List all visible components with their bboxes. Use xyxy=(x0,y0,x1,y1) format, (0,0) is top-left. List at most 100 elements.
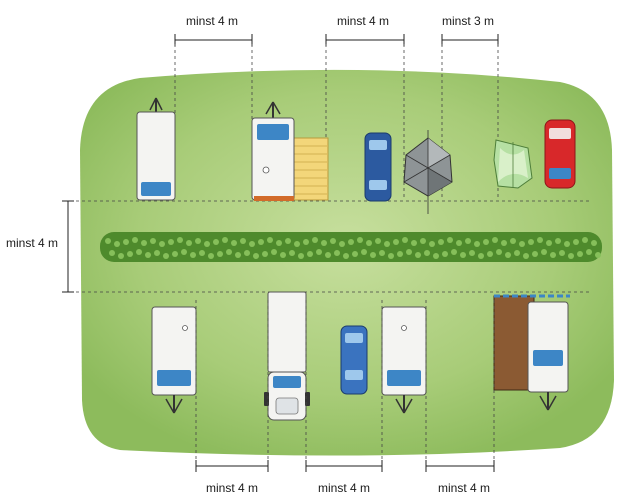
hedge-leaf xyxy=(258,239,264,245)
hedge-leaf xyxy=(496,249,502,255)
hedge-leaf xyxy=(190,252,196,258)
hedge-leaf xyxy=(127,251,133,257)
hedge-leaf xyxy=(474,241,480,247)
hedge-leaf xyxy=(136,249,142,255)
hedge-leaf xyxy=(456,240,462,246)
hedge-leaf xyxy=(559,250,565,256)
hedge-leaf xyxy=(348,239,354,245)
hedge-leaf xyxy=(397,251,403,257)
hedge-leaf xyxy=(433,253,439,259)
hedge-leaf xyxy=(195,238,201,244)
hedge-leaf xyxy=(586,249,592,255)
hedge-leaf xyxy=(253,253,259,259)
hedge-leaf xyxy=(235,252,241,258)
hedge-leaf xyxy=(208,253,214,259)
hedge-leaf xyxy=(168,239,174,245)
hedge-leaf xyxy=(537,237,543,243)
hedge-leaf xyxy=(316,249,322,255)
label-side: minst 4 m xyxy=(6,236,59,250)
grass-field xyxy=(80,69,614,456)
hedge-leaf xyxy=(573,239,579,245)
hedge-leaf xyxy=(172,251,178,257)
hedge-leaf xyxy=(505,252,511,258)
hedge-leaf xyxy=(352,251,358,257)
hedge-leaf xyxy=(217,251,223,257)
hedge-leaf xyxy=(186,240,192,246)
hedge-leaf xyxy=(132,237,138,243)
hedge-leaf xyxy=(370,252,376,258)
hedge-leaf xyxy=(550,252,556,258)
row-guide-lines xyxy=(64,200,592,293)
hedge-leaf xyxy=(141,240,147,246)
label-top-right: minst 3 m xyxy=(442,14,495,28)
hedge-leaf xyxy=(519,241,525,247)
hedge-leaf xyxy=(451,249,457,255)
hedge-leaf xyxy=(226,249,232,255)
hedge-leaf xyxy=(244,250,250,256)
hedge-leaf xyxy=(307,251,313,257)
hedge-leaf xyxy=(213,239,219,245)
caravan-icon xyxy=(151,306,197,414)
hedge-leaf xyxy=(343,253,349,259)
hedge-leaf xyxy=(501,240,507,246)
hedge-leaf xyxy=(555,238,561,244)
hedge-leaf xyxy=(289,250,295,256)
hedge-leaf xyxy=(303,239,309,245)
hedge-leaf xyxy=(487,251,493,257)
hedge-leaf xyxy=(330,238,336,244)
hedge-leaf xyxy=(199,250,205,256)
hedge-leaf xyxy=(154,250,160,256)
tent-icon xyxy=(493,139,533,189)
hedge-leaf xyxy=(528,239,534,245)
hedge-leaf xyxy=(145,252,151,258)
side-dimension-line xyxy=(62,200,74,293)
hedge-icon xyxy=(100,232,602,262)
hedge-leaf xyxy=(595,252,601,258)
hedge-leaf xyxy=(465,238,471,244)
hedge-leaf xyxy=(222,237,228,243)
hedge-leaf xyxy=(510,238,516,244)
hedge-leaf xyxy=(285,238,291,244)
hedge-leaf xyxy=(334,250,340,256)
hedge-leaf xyxy=(483,239,489,245)
hedge-leaf xyxy=(271,249,277,255)
bottom-dimension-lines xyxy=(195,460,495,472)
hedge-leaf xyxy=(582,237,588,243)
hedge-leaf xyxy=(577,251,583,257)
hedge-leaf xyxy=(262,251,268,257)
label-top-mid: minst 4 m xyxy=(337,14,390,28)
hedge-leaf xyxy=(406,249,412,255)
hedge-leaf xyxy=(393,239,399,245)
hedge-leaf xyxy=(460,252,466,258)
hedge-leaf xyxy=(424,250,430,256)
hedge-leaf xyxy=(438,239,444,245)
hedge-leaf xyxy=(276,240,282,246)
car-icon xyxy=(364,132,392,202)
caravan-with-awning-icon xyxy=(251,101,329,201)
caravan-icon xyxy=(136,97,176,201)
label-bottom-right: minst 4 m xyxy=(438,481,491,495)
hedge-leaf xyxy=(298,253,304,259)
hedge-leaf xyxy=(294,241,300,247)
hedge-leaf xyxy=(357,237,363,243)
hedge-leaf xyxy=(375,238,381,244)
hedge-leaf xyxy=(150,238,156,244)
hedge-leaf xyxy=(240,238,246,244)
hedge-leaf xyxy=(384,241,390,247)
hedge-leaf xyxy=(159,241,165,247)
hedge-leaf xyxy=(118,253,124,259)
hedge-leaf xyxy=(442,251,448,257)
hedge-leaf xyxy=(114,241,120,247)
hedge-leaf xyxy=(591,240,597,246)
label-top-left: minst 4 m xyxy=(186,14,239,28)
hedge-leaf xyxy=(181,249,187,255)
hedge-leaf xyxy=(105,238,111,244)
tent-icon xyxy=(403,130,453,214)
hedge-leaf xyxy=(339,241,345,247)
hedge-leaf xyxy=(564,241,570,247)
hedge-leaf xyxy=(478,253,484,259)
hedge-leaf xyxy=(249,241,255,247)
hedge-leaf xyxy=(379,250,385,256)
hedge-leaf xyxy=(523,253,529,259)
